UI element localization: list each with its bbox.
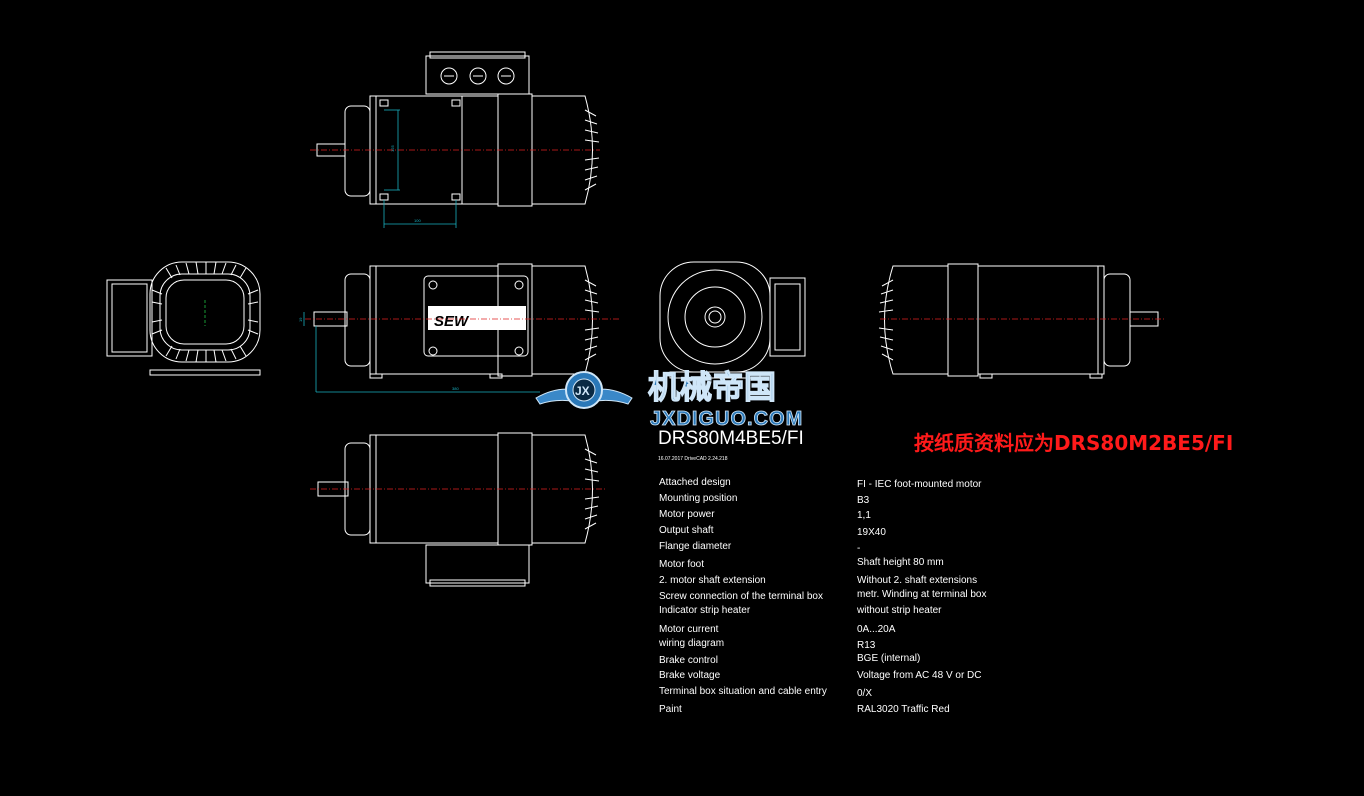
nameplate-text: SEW <box>434 313 470 330</box>
cooling-fins <box>151 261 259 363</box>
spec-value: - <box>857 543 861 554</box>
spec-label: Motor power <box>659 509 715 520</box>
spec-label: Screw connection of the terminal box <box>659 591 823 602</box>
motor-end-view-left <box>106 261 261 376</box>
motor-bottom-view <box>310 432 605 587</box>
motor-side-view-rear <box>878 263 1165 379</box>
watermark-logo: JX 机械帝国 JXDIGUO.COM <box>535 367 803 430</box>
svg-text:125: 125 <box>390 145 395 152</box>
spec-value: BGE (internal) <box>857 653 921 664</box>
fan-ribs-side <box>584 279 600 361</box>
spec-label: Motor foot <box>659 559 705 570</box>
svg-text:19: 19 <box>298 317 303 322</box>
spec-label: 2. motor shaft extension <box>659 575 766 586</box>
spec-label: Brake voltage <box>659 670 721 681</box>
fan-ribs-top <box>584 109 600 191</box>
spec-label: Motor current <box>659 624 719 635</box>
svg-text:380: 380 <box>452 386 459 391</box>
spec-label: Mounting position <box>659 493 738 504</box>
motor-side-view: SEW 380 19 <box>298 263 620 393</box>
spec-label: Attached design <box>659 477 731 488</box>
svg-text:100: 100 <box>414 218 421 223</box>
spec-value: without strip heater <box>857 605 942 616</box>
motor-top-view: 100 125 <box>310 51 600 228</box>
fan-ribs-rear <box>878 279 894 361</box>
spec-value: B3 <box>857 495 870 506</box>
watermark-badge: JX <box>575 384 590 398</box>
watermark-en: JXDIGUO.COM <box>650 408 803 430</box>
spec-value: Shaft height 80 mm <box>857 557 944 568</box>
spec-value: 0/X <box>857 688 873 699</box>
spec-label: Paint <box>659 704 682 715</box>
motor-end-view-shaft <box>659 261 806 379</box>
spec-value: Without 2. shaft extensions <box>857 575 978 586</box>
correction-note: 按纸质资料应为DRS80M2BE5/FI <box>914 431 1234 455</box>
spec-value: 19X40 <box>857 527 886 538</box>
spec-label: Flange diameter <box>659 541 732 552</box>
spec-label: Terminal box situation and cable entry <box>659 686 827 697</box>
fan-ribs-bottom <box>584 448 600 530</box>
spec-value: metr. Winding at terminal box <box>857 589 987 600</box>
spec-label: Brake control <box>659 655 718 666</box>
spec-value: Voltage from AC 48 V or DC <box>857 670 982 681</box>
drawing-title: DRS80M4BE5/FI <box>658 428 804 449</box>
spec-value: R13 <box>857 640 876 651</box>
drawing-subtitle: 16.07.2017 DriveCAD 2.24.218 <box>658 456 728 462</box>
spec-label: wiring diagram <box>659 638 725 649</box>
spec-label: Indicator strip heater <box>659 605 751 616</box>
watermark-cn: 机械帝国 <box>648 368 776 406</box>
spec-value: RAL3020 Traffic Red <box>857 704 950 715</box>
spec-label: Output shaft <box>659 525 714 536</box>
spec-value: FI - IEC foot-mounted motor <box>857 479 982 490</box>
spec-value: 1,1 <box>857 510 871 521</box>
spec-value: 0A...20A <box>857 624 896 635</box>
